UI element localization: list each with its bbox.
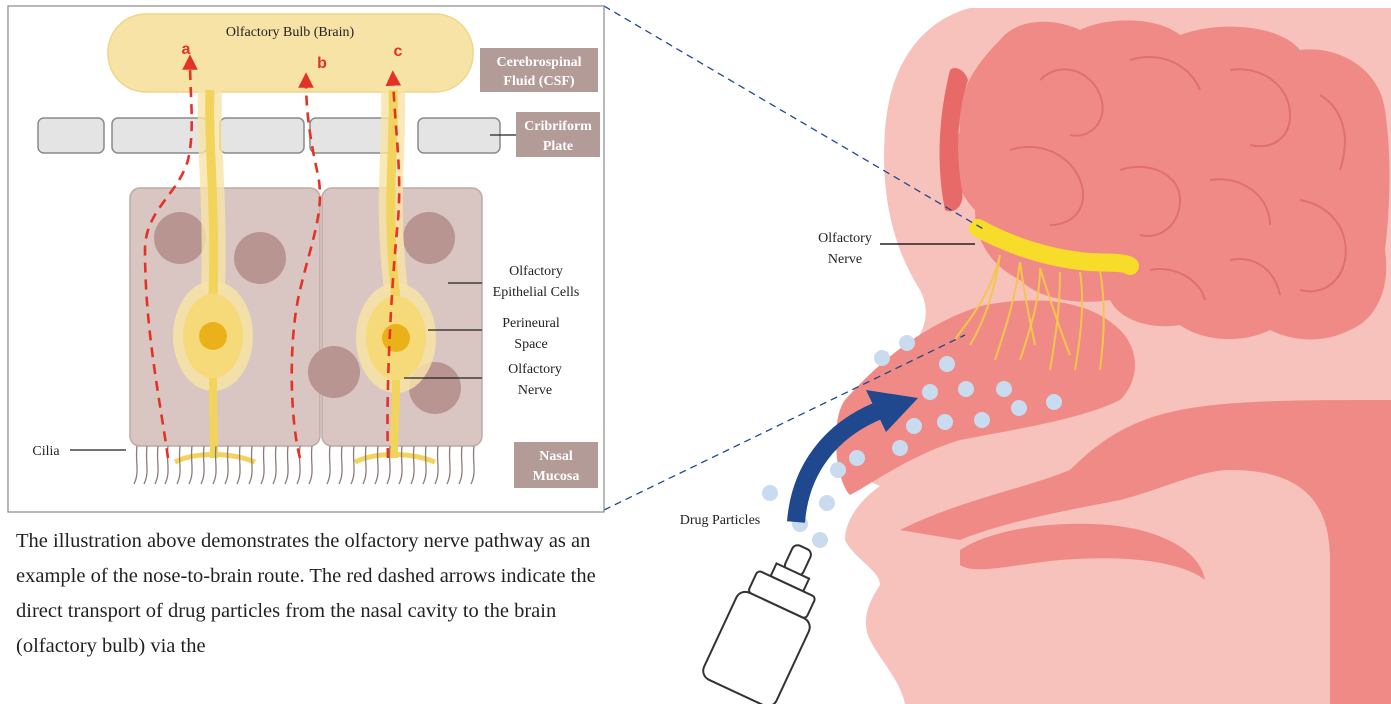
csf-label-1: Cerebrospinal	[496, 55, 581, 70]
cribriform-label-1: Cribriform	[524, 119, 592, 134]
mucosa-label-2: Mucosa	[533, 469, 580, 484]
cilia-label: Cilia	[32, 444, 60, 459]
cribriform-label-2: Plate	[543, 139, 573, 154]
olfactory-bulb-label: Olfactory Bulb (Brain)	[226, 25, 355, 40]
csf-label-box: Cerebrospinal Fluid (CSF)	[480, 48, 598, 92]
head-nerve-label-1: Olfactory	[818, 231, 872, 246]
head-illustration: Olfactory Nerve Drug Particles	[604, 6, 1391, 704]
inset-panel: Olfactory Bulb (Brain)	[8, 6, 604, 512]
pathway-a-label: a	[182, 41, 191, 58]
perineural-label-1: Perineural	[502, 316, 560, 331]
perineural-label-2: Space	[514, 337, 547, 352]
caption-text: The illustration above demonstrates the …	[16, 524, 616, 664]
head-nerve-label-2: Nerve	[828, 252, 862, 267]
mucosa-label-1: Nasal	[539, 449, 573, 464]
epithelial-label-1: Olfactory	[509, 264, 563, 279]
csf-label-2: Fluid (CSF)	[503, 74, 575, 89]
drug-particles-label: Drug Particles	[680, 513, 760, 528]
nasal-spray-bottle	[700, 531, 840, 704]
pathway-c-label: c	[394, 43, 403, 60]
epithelial-label-2: Epithelial Cells	[493, 285, 580, 300]
inset-nerve-label-1: Olfactory	[508, 362, 562, 377]
inset-nerve-label-2: Nerve	[518, 383, 552, 398]
mucosa-label-box: Nasal Mucosa	[514, 442, 598, 488]
pathway-b-label: b	[317, 55, 327, 72]
